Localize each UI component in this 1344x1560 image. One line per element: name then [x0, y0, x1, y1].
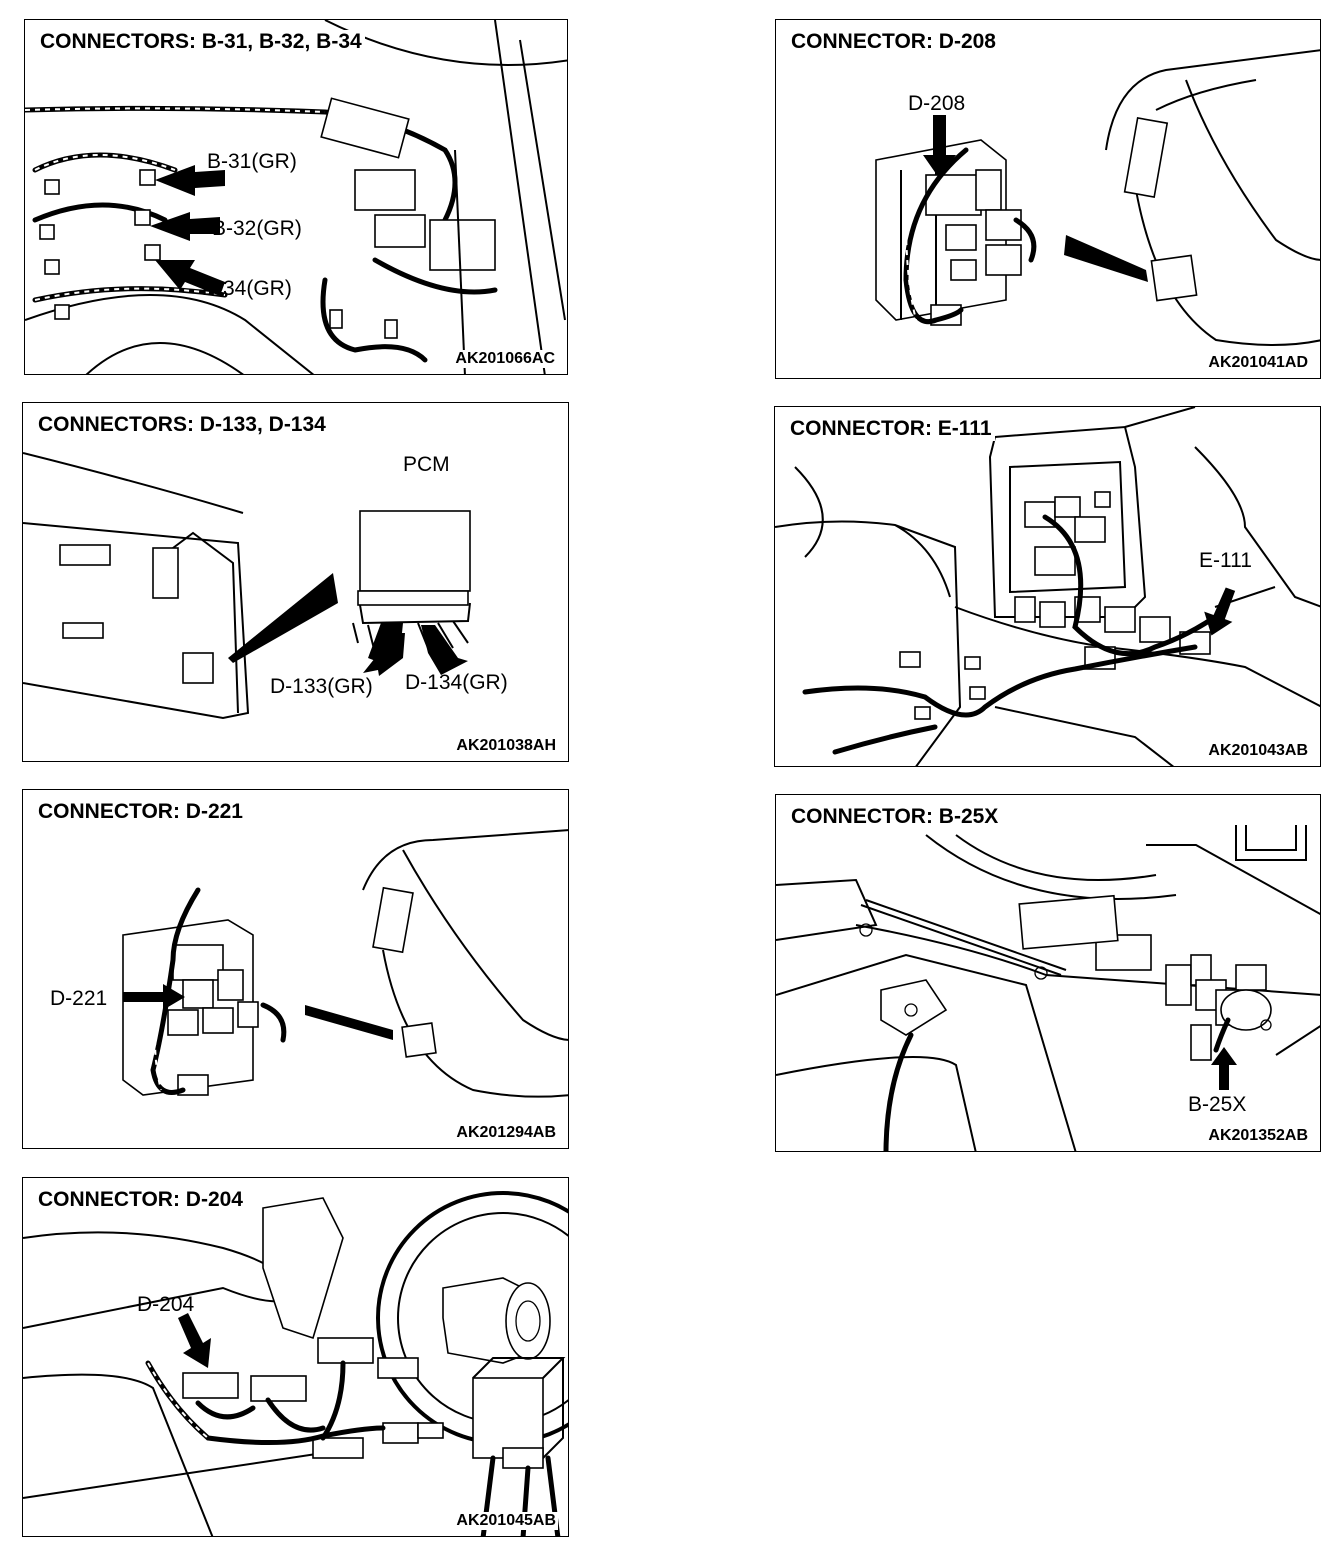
figure-code: AK201043AB	[1206, 742, 1310, 760]
panel-title: CONNECTOR: D-221	[35, 800, 246, 824]
panel-d221: CONNECTOR: D-221 D-221 AK201294AB	[22, 789, 569, 1149]
relay-box-illustration	[875, 49, 1320, 346]
figure-code: AK201066AC	[453, 350, 557, 368]
panel-b25x: CONNECTOR: B-25X B-25X AK201352AB	[775, 794, 1321, 1152]
callout-e111: E-111	[1199, 549, 1252, 572]
panel-title: CONNECTOR: E-111	[787, 417, 995, 441]
panel-title: CONNECTOR: D-208	[788, 30, 999, 54]
figure-code: AK201041AD	[1206, 354, 1310, 372]
figure-code: AK201294AB	[454, 1124, 558, 1142]
panel-title: CONNECTORS: D-133, D-134	[35, 413, 329, 437]
callout-b32: B-32(GR)	[212, 217, 302, 240]
panel-title: CONNECTOR: B-25X	[788, 805, 1002, 829]
callout-d133: D-133(GR)	[270, 675, 373, 698]
figure-code: AK201038AH	[454, 737, 558, 755]
callout-b34: B-34(GR)	[202, 277, 292, 300]
callout-d204: D-204	[137, 1293, 195, 1316]
figure-code: AK201352AB	[1206, 1127, 1310, 1145]
harness-illustration	[25, 20, 567, 374]
steering-column-illustration	[23, 1191, 568, 1536]
relay-box-illustration	[122, 829, 568, 1098]
figure-code: AK201045AB	[454, 1512, 558, 1530]
callout-b31: B-31(GR)	[207, 150, 297, 173]
panel-e111: CONNECTOR: E-111 E-111 AK201043AB	[774, 406, 1321, 767]
panel-d204: CONNECTOR: D-204 D-204 AK201045AB	[22, 1177, 569, 1537]
floor-harness-illustration	[776, 825, 1320, 1151]
center-console-illustration	[775, 407, 1320, 766]
panel-title: CONNECTORS: B-31, B-32, B-34	[37, 30, 365, 54]
panel-d133-d134: CONNECTORS: D-133, D-134 PCM D-133(GR) D…	[22, 402, 569, 762]
callout-b25x: B-25X	[1188, 1093, 1247, 1116]
callout-d221: D-221	[50, 987, 108, 1010]
callout-d134: D-134(GR)	[405, 671, 508, 694]
pcm-illustration	[23, 452, 471, 720]
panel-title: CONNECTOR: D-204	[35, 1188, 246, 1212]
panel-d208: CONNECTOR: D-208 D-208 AK201041AD	[775, 19, 1321, 379]
callout-d208: D-208	[908, 92, 966, 115]
pcm-label: PCM	[403, 453, 450, 476]
panel-b31-b32-b34: CONNECTORS: B-31, B-32, B-34 B-31(GR) B-…	[24, 19, 568, 375]
